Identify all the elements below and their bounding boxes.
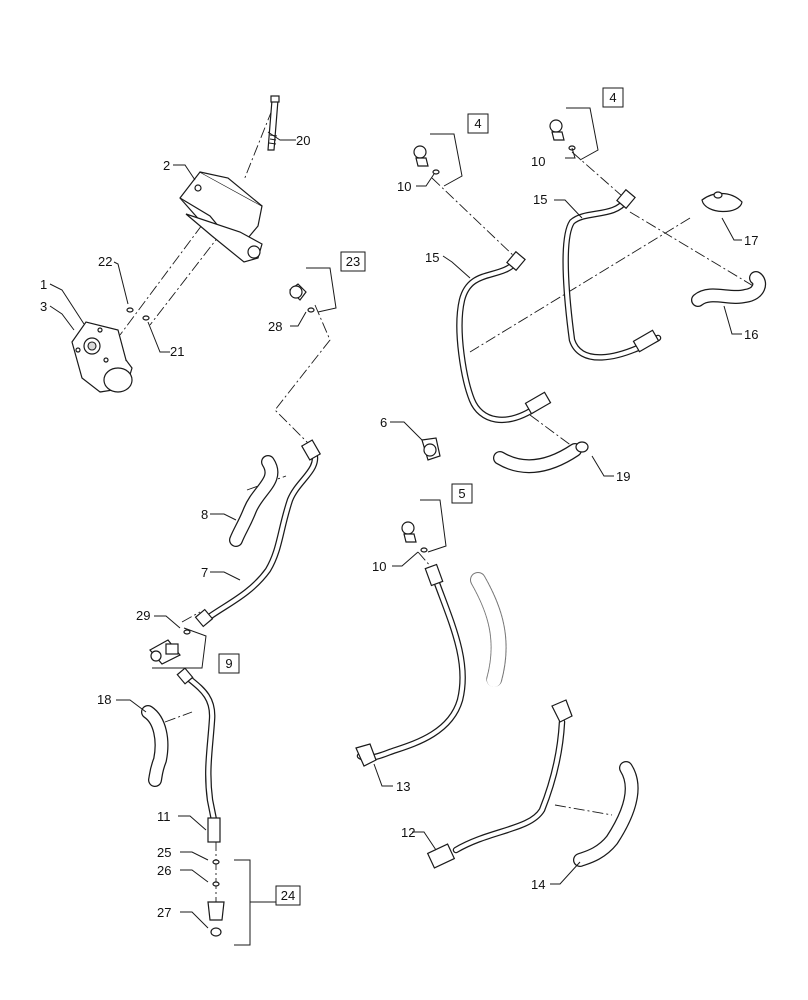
leader-lines (49, 131, 742, 929)
callout-10-left: 10 (397, 179, 411, 194)
svg-text:9: 9 (225, 656, 232, 671)
steering-column-bracket (179, 171, 263, 263)
ghost-sleeve (470, 572, 507, 688)
callout-17: 17 (744, 233, 758, 248)
group-brackets (152, 107, 599, 946)
fitting-4-left (413, 145, 440, 175)
callout-13: 13 (396, 779, 410, 794)
callout-15-right: 15 (533, 192, 547, 207)
fitting-5 (401, 521, 428, 553)
ref-box-4-right: 4 (602, 87, 624, 108)
callout-16: 16 (744, 327, 758, 342)
hose-7 (194, 439, 322, 628)
callout-numbers: 20 2 1 3 22 21 28 8 7 29 18 11 25 26 27 … (40, 133, 758, 920)
fitting-24 (207, 859, 225, 937)
callout-25: 25 (157, 845, 171, 860)
hose-13 (355, 563, 466, 767)
fitting-9 (149, 629, 191, 665)
callout-14: 14 (531, 877, 545, 892)
svg-text:4: 4 (609, 90, 616, 105)
o-rings-21-22 (126, 307, 150, 321)
ref-box-9: 9 (218, 653, 240, 674)
cap-17 (701, 191, 743, 213)
callout-27: 27 (157, 905, 171, 920)
centerlines (119, 109, 761, 905)
callout-21: 21 (170, 344, 184, 359)
callout-2: 2 (163, 158, 170, 173)
svg-text:24: 24 (281, 888, 295, 903)
fitting-23 (289, 283, 315, 313)
sleeve-19 (493, 441, 589, 474)
hose-12 (426, 699, 573, 869)
ref-box-24: 24 (275, 885, 301, 906)
svg-text:23: 23 (346, 254, 360, 269)
steering-motor-body (71, 321, 133, 393)
callout-1: 1 (40, 277, 47, 292)
fitting-4-right (549, 119, 576, 151)
callout-29: 29 (136, 608, 150, 623)
callout-10-right: 10 (531, 154, 545, 169)
fitting-6 (421, 437, 441, 461)
ref-box-4-left: 4 (467, 113, 489, 134)
callout-7: 7 (201, 565, 208, 580)
sleeve-14 (573, 761, 639, 867)
callout-22: 22 (98, 254, 112, 269)
callout-20: 20 (296, 133, 310, 148)
callout-26: 26 (157, 863, 171, 878)
hose-15-left (456, 250, 552, 424)
sleeve-18 (141, 705, 169, 787)
ref-box-5: 5 (451, 483, 473, 504)
ref-box-23: 23 (340, 251, 366, 272)
callout-28: 28 (268, 319, 282, 334)
svg-text:5: 5 (458, 486, 465, 501)
callout-6: 6 (380, 415, 387, 430)
callout-18: 18 (97, 692, 111, 707)
hose-15-right (562, 188, 662, 361)
callout-8: 8 (201, 507, 208, 522)
svg-text:4: 4 (474, 116, 481, 131)
bolt-20 (267, 95, 280, 151)
callout-11: 11 (157, 809, 171, 824)
callout-3: 3 (40, 299, 47, 314)
callout-15-left: 15 (425, 250, 439, 265)
callout-12: 12 (401, 825, 415, 840)
callout-19: 19 (616, 469, 630, 484)
callout-10-lower: 10 (372, 559, 386, 574)
sleeve-8 (229, 455, 279, 547)
hose-11 (176, 667, 221, 843)
sleeve-16 (691, 271, 767, 307)
